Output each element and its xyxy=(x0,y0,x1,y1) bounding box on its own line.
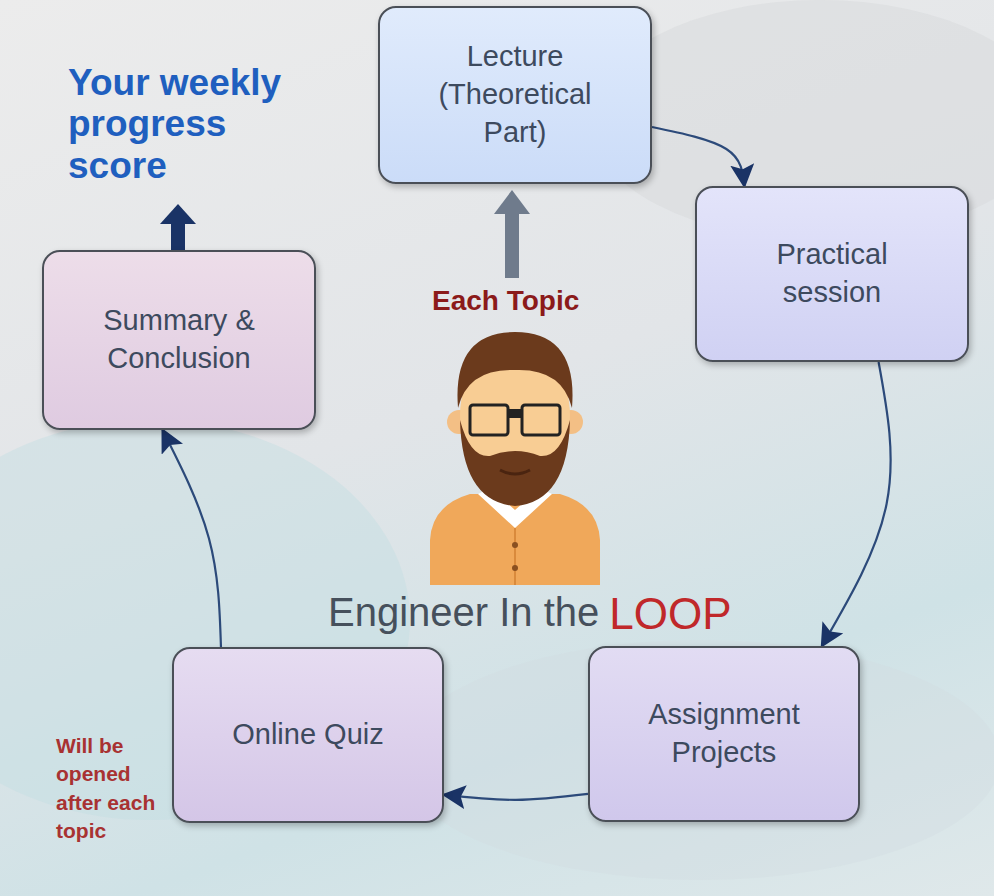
process-box: Assignment Projects xyxy=(588,646,860,822)
topic-label: Each Topic xyxy=(432,284,652,318)
flow-arrow xyxy=(444,794,588,800)
engineer-figure xyxy=(430,332,600,585)
process-box: Practical session xyxy=(695,186,969,362)
box-text: Lecture (Theoretical Part) xyxy=(416,38,614,151)
box-text: Assignment Projects xyxy=(626,696,822,771)
process-box: Summary & Conclusion xyxy=(42,250,316,430)
quiz-note: Will be opened after each topic xyxy=(56,732,168,845)
flow-arrow xyxy=(652,127,744,186)
box-text: Practical session xyxy=(733,236,931,311)
progress-note: Your weekly progress score xyxy=(68,62,313,186)
process-box: Lecture (Theoretical Part) xyxy=(378,6,652,184)
box-text: Summary & Conclusion xyxy=(80,302,278,377)
box-text: Online Quiz xyxy=(232,716,384,754)
blur-shape xyxy=(400,640,994,880)
up-arrow xyxy=(494,190,530,278)
process-box: Online Quiz xyxy=(172,647,444,823)
flow-arrow xyxy=(163,430,221,647)
loop-title: Engineer In the xyxy=(328,588,599,636)
score-arrow xyxy=(160,204,196,250)
flow-arrow xyxy=(822,362,891,646)
loop-word: LOOP xyxy=(609,590,731,638)
